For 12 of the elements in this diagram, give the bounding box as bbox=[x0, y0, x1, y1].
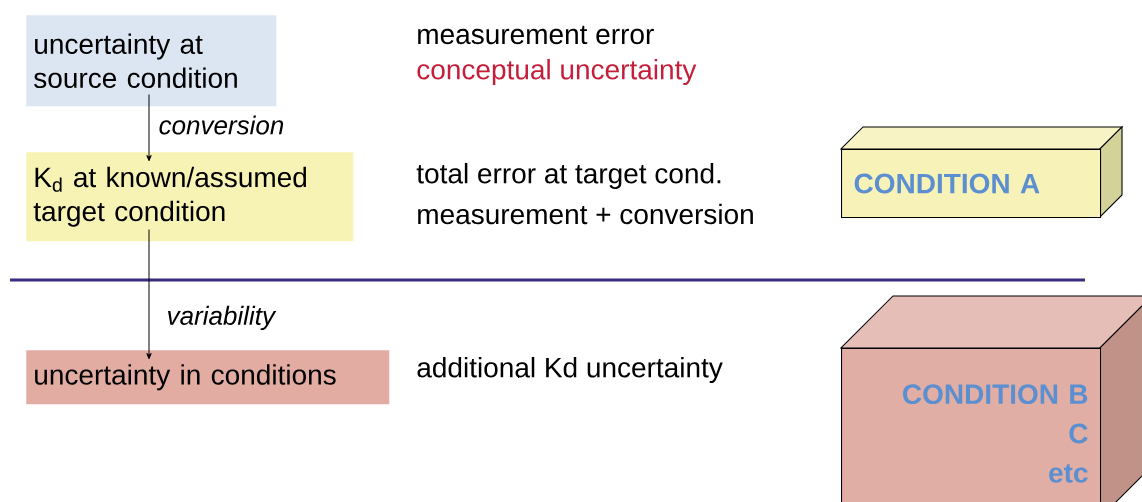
text-box: K$_{d}$ at known/assumed target condition bbox=[26, 152, 354, 242]
text-label: conceptual uncertainty bbox=[417, 58, 697, 86]
edge-label: variability bbox=[168, 305, 277, 331]
text-label: measurement error bbox=[418, 25, 654, 45]
text-box: uncertainty in conditions bbox=[26, 350, 390, 405]
edge-label: conversion bbox=[159, 115, 284, 135]
arrow bbox=[146, 229, 152, 360]
text-label: measurement + conversion bbox=[418, 203, 753, 225]
text-label: additional Kd uncertainty bbox=[417, 356, 723, 384]
text-box: uncertainty at source condition bbox=[26, 15, 277, 107]
text-label: total error at target cond. bbox=[416, 162, 721, 190]
arrow bbox=[146, 94, 152, 162]
